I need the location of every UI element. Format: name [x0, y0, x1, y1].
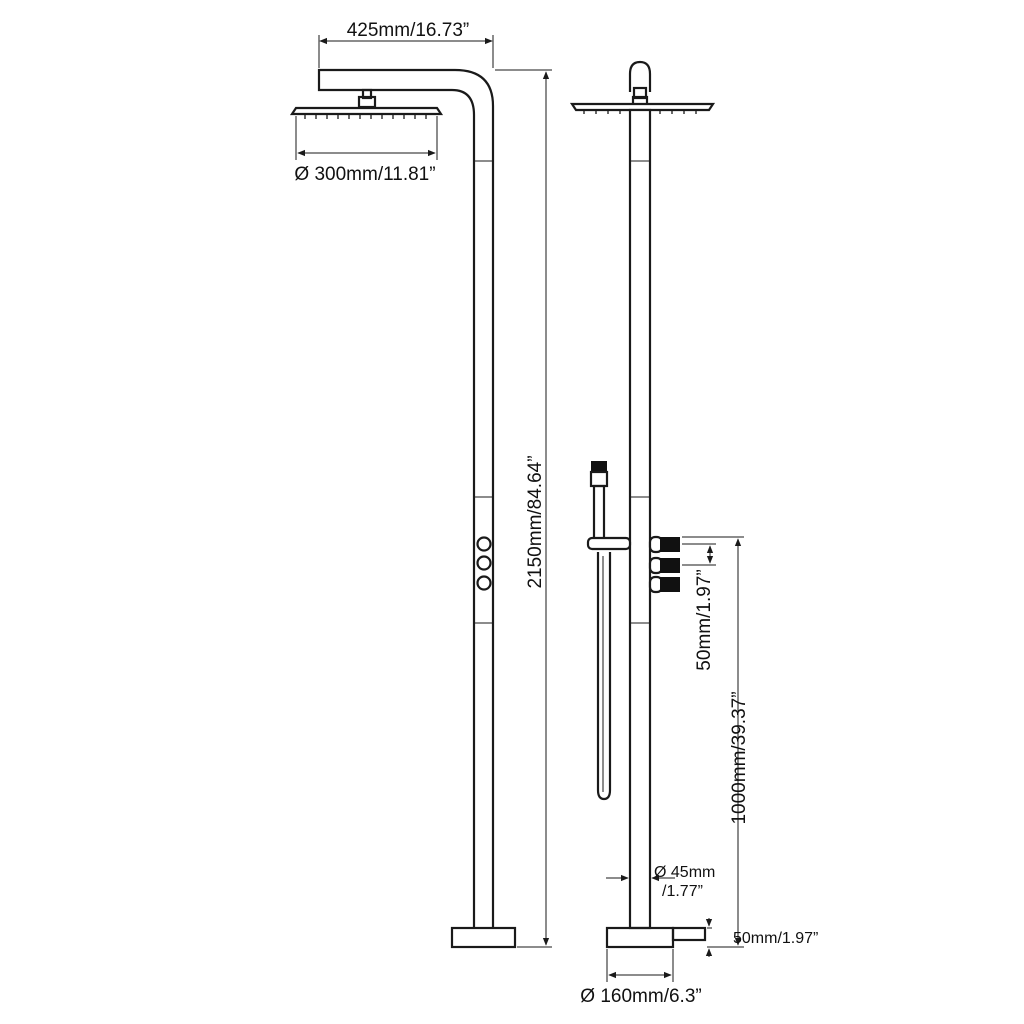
dim-head-diameter: Ø 300mm/11.81” — [294, 164, 435, 185]
dim-base-height: 50mm/1.97” — [733, 930, 818, 947]
rain-head-nozzles — [304, 114, 427, 119]
valve-handle-3 — [648, 575, 680, 594]
valve-handle-2 — [648, 556, 680, 575]
dim-base-diameter: Ø 160mm/6.3” — [580, 986, 701, 1007]
dim-valve-spacing: 50mm/1.97” — [694, 569, 715, 670]
side-base-plate — [450, 926, 517, 949]
shower-hose — [596, 552, 612, 801]
dim-arm-reach: 425mm/16.73” — [347, 20, 470, 41]
front-rain-head — [569, 102, 716, 112]
valve-knob-2 — [476, 555, 492, 571]
dim-pipe-diameter-in: /1.77” — [662, 883, 703, 900]
front-column — [628, 108, 652, 930]
valve-knob-1 — [476, 536, 492, 552]
hand-shower — [586, 461, 632, 551]
dim-valve-height: 1000mm/39.37” — [729, 691, 750, 824]
front-base-plate — [605, 926, 675, 949]
dim-total-height: 2150mm/84.64” — [525, 455, 546, 588]
front-top-cap — [628, 60, 652, 92]
valve-knob-3 — [476, 575, 492, 591]
dim-pipe-diameter-mm: Ø 45mm — [654, 864, 715, 881]
side-view: 425mm/16.73” Ø 300mm/11.81” 2150mm/84.64… — [289, 20, 552, 949]
side-rain-head — [289, 106, 444, 116]
front-view: 50mm/1.97” 1000mm/39.37” Ø 45mm /1.77” 5… — [569, 60, 818, 1007]
side-column — [317, 68, 495, 928]
valve-handle-1 — [648, 535, 680, 554]
